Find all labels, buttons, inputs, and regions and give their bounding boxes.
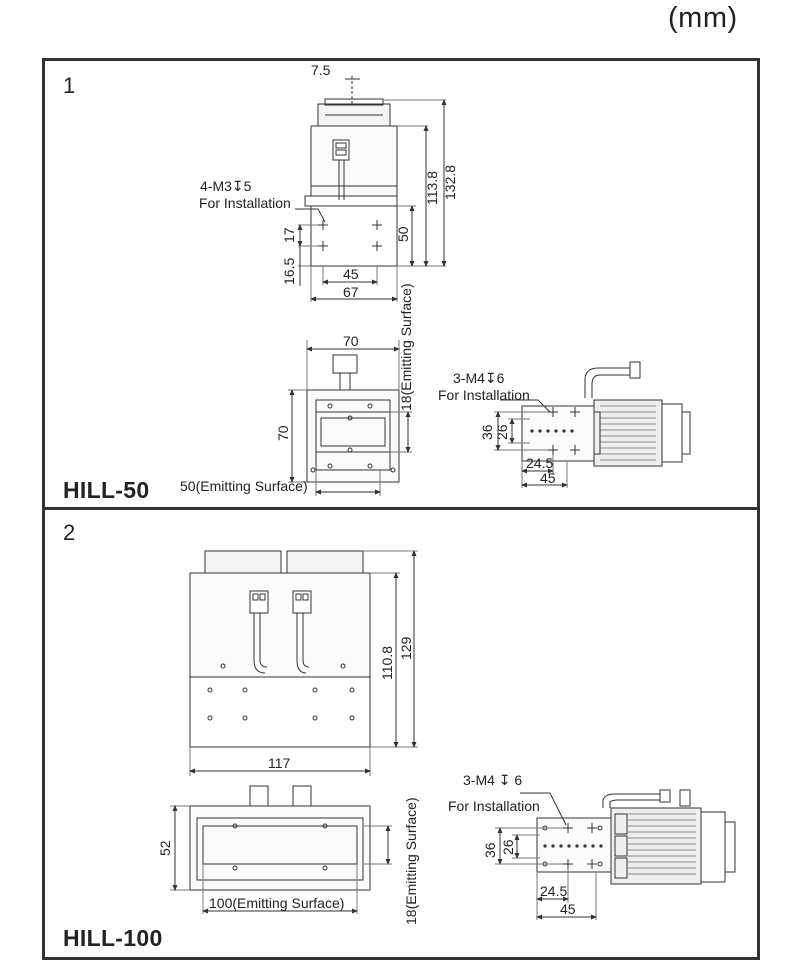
panel-number: 1: [63, 73, 76, 98]
dim-117: 117: [268, 755, 291, 771]
model-label: HILL-100: [63, 925, 163, 951]
dim-26: 26: [494, 424, 510, 440]
model-label: HILL-50: [63, 477, 150, 503]
hill100-side-view: [495, 789, 736, 920]
panel-number: 2: [63, 520, 76, 545]
dim-110-8: 110.8: [379, 646, 395, 680]
install-label-front: For Installation: [199, 195, 291, 211]
dim-36: 36: [479, 424, 495, 440]
dim-70-left: 70: [275, 425, 291, 441]
hill50-front-view: [295, 76, 447, 302]
dim-67: 67: [343, 284, 359, 300]
dim-18-emitting: 18(Emitting Surface): [398, 283, 414, 411]
dim-24-5-2: 24.5: [540, 883, 567, 899]
dim-132-8: 132.8: [442, 165, 458, 200]
dim-45: 45: [343, 266, 359, 282]
install-label-side-2: For Installation: [448, 798, 540, 814]
install-note-side-2: 3-M4 ↧ 6: [463, 772, 522, 788]
dim-17: 17: [281, 227, 297, 243]
dim-100-emitting: 100(Emitting Surface): [209, 895, 344, 911]
hill100-bottom-view: [170, 785, 392, 914]
dim-26-2: 26: [500, 839, 516, 855]
hill50-bottom-view: [288, 340, 412, 496]
dim-45-side: 45: [540, 470, 556, 486]
mounting-holes: [318, 220, 382, 251]
dim-24-5: 24.5: [526, 455, 553, 471]
dim-129: 129: [398, 636, 414, 660]
panel-hill-50: 1 HILL-50: [42, 58, 760, 510]
dim-7-5: 7.5: [311, 62, 331, 78]
dim-50: 50: [395, 226, 411, 242]
dim-50-emitting: 50(Emitting Surface): [180, 478, 308, 494]
dim-18-emitting-2: 18(Emitting Surface): [403, 797, 419, 925]
dim-16-5: 16.5: [281, 258, 297, 285]
install-note-side: 3-M4↧6: [453, 370, 505, 386]
hill100-front-view: [189, 550, 418, 776]
hill50-side-view: [494, 361, 691, 488]
dim-36-2: 36: [482, 842, 498, 858]
unit-label: (mm): [668, 2, 738, 34]
install-label-side: For Installation: [438, 387, 530, 403]
dim-52: 52: [157, 840, 173, 856]
dim-45-side-2: 45: [560, 901, 576, 917]
dim-70-top: 70: [343, 333, 359, 349]
panel-hill-100: 2 HILL-100: [42, 510, 760, 960]
dim-113-8: 113.8: [424, 171, 440, 205]
install-note-front: 4-M3↧5: [200, 178, 252, 194]
